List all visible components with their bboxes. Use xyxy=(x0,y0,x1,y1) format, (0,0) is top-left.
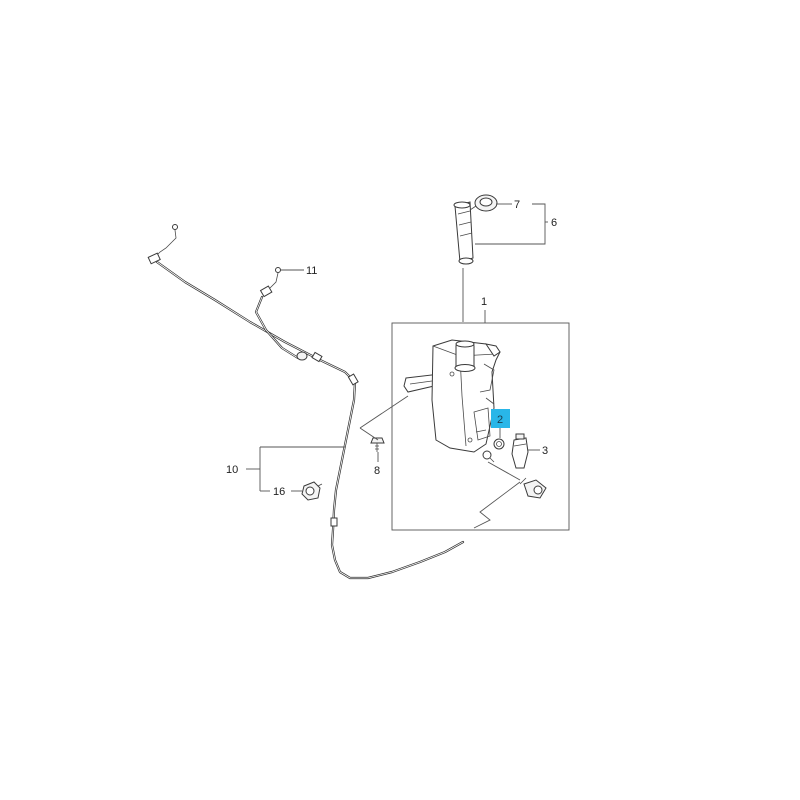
callout-3[interactable]: 3 xyxy=(542,445,548,457)
callout-16[interactable]: 16 xyxy=(273,486,285,498)
callout-2-highlight xyxy=(491,409,510,428)
filler-cap-part-7[interactable] xyxy=(469,194,498,212)
level-sensor[interactable] xyxy=(482,450,495,463)
washer-pump-part-3[interactable] xyxy=(511,433,529,469)
callout-10[interactable]: 10 xyxy=(226,464,238,476)
callout-7[interactable]: 7 xyxy=(514,199,520,211)
leader-lines xyxy=(246,203,548,529)
washer-hose-assembly[interactable] xyxy=(147,224,465,580)
grommet-part-2[interactable] xyxy=(493,438,505,450)
callout-2[interactable]: 2 xyxy=(497,414,503,426)
callout-11[interactable]: 11 xyxy=(306,265,317,277)
washer-reservoir-tank-part-1[interactable] xyxy=(403,339,501,453)
callout-1[interactable]: 1 xyxy=(481,296,487,308)
reservoir-assembly-frame xyxy=(391,322,570,531)
filler-pipe-part-6[interactable] xyxy=(453,201,474,265)
hose-connector-part-16[interactable] xyxy=(301,481,323,501)
screw-part-8[interactable] xyxy=(370,437,385,452)
callout-8[interactable]: 8 xyxy=(374,465,380,477)
callout-6[interactable]: 6 xyxy=(551,217,557,229)
outlet-fitting[interactable] xyxy=(519,477,547,499)
